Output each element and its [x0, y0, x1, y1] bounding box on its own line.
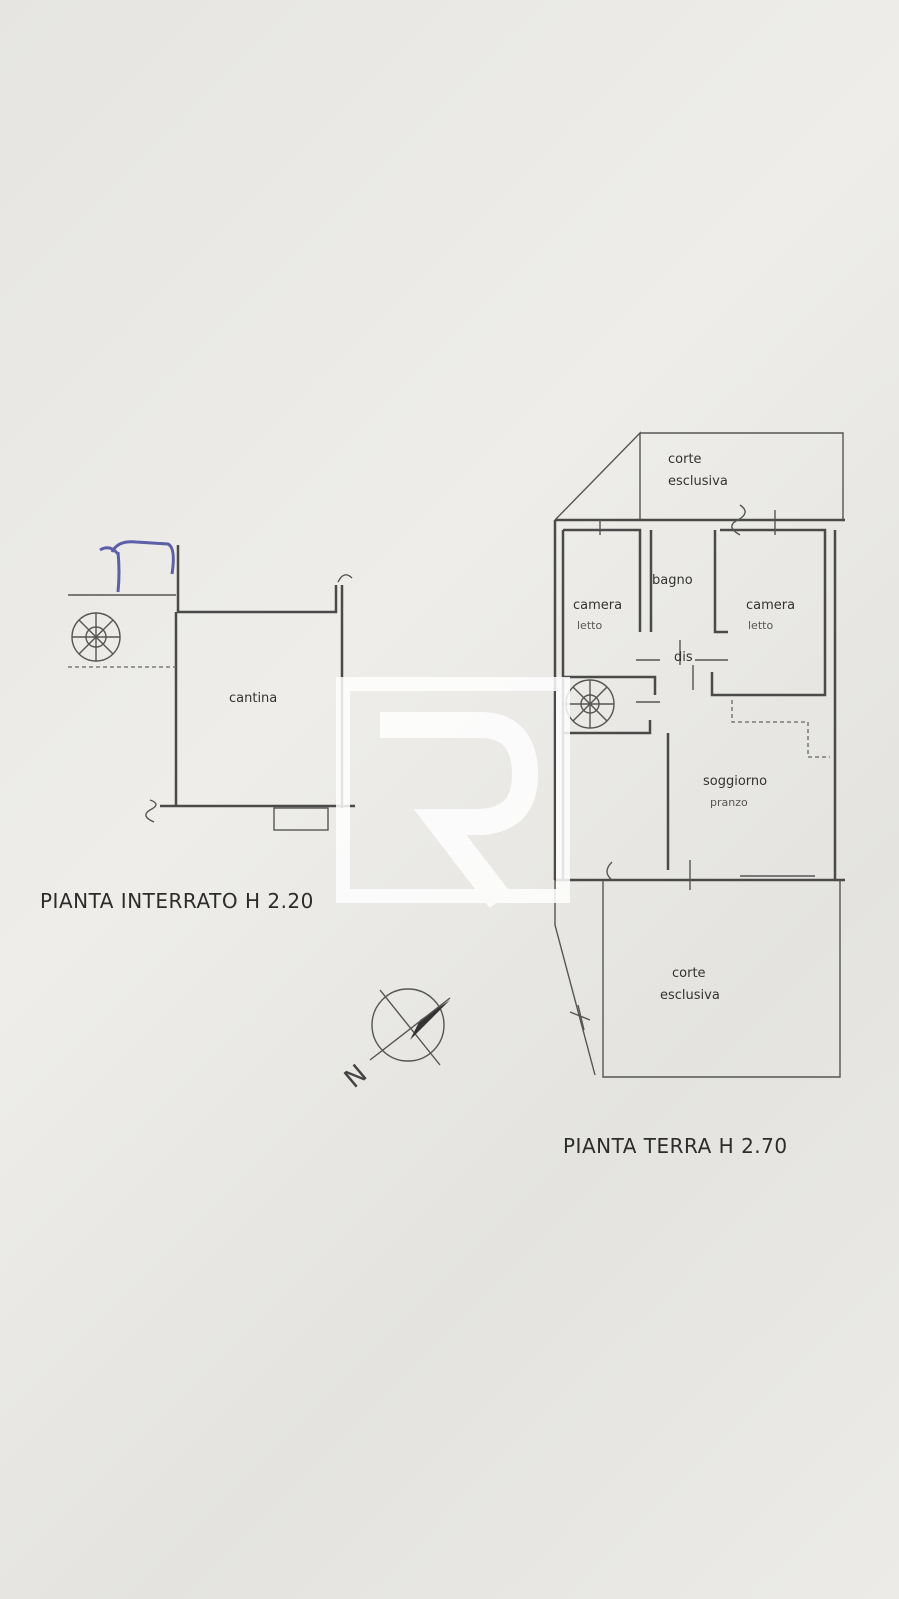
doors: [636, 640, 728, 703]
room-sublabel-esclusiva: esclusiva: [660, 988, 720, 1003]
room-sublabel-letto: letto: [577, 619, 602, 632]
room-sublabel-esclusiva: esclusiva: [668, 474, 728, 489]
room-label-cantina: cantina: [229, 691, 277, 706]
room-sublabel-pranzo: pranzo: [710, 796, 748, 809]
corte-top-outline: [640, 432, 844, 520]
ground-plan-title: PIANTA TERRA H 2.70: [563, 1134, 788, 1158]
bedroom2-walls: [710, 528, 827, 697]
wall-breaks: [606, 504, 746, 881]
room-sublabel-letto: letto: [748, 619, 773, 632]
window-niche: [273, 807, 329, 831]
spiral-stair-icon: [71, 612, 121, 662]
room-label-bagno: bagno: [652, 573, 693, 588]
bedroom1-bottom-wall: [563, 675, 657, 695]
gate-mark: [569, 1004, 591, 1031]
room-label-camera: camera: [746, 598, 795, 613]
room-label-camera: camera: [573, 598, 622, 613]
corte-diagonal: [554, 431, 641, 521]
north-arrow-icon: N: [339, 988, 451, 1094]
bathroom-walls: [649, 530, 728, 634]
bedroom1-walls: [563, 528, 642, 632]
r-logo-watermark: [336, 677, 570, 908]
dashed-outline: [731, 700, 830, 758]
wall-break: [145, 799, 157, 823]
pen-mark: [99, 540, 175, 593]
basement-plan-title: PIANTA INTERRATO H 2.20: [40, 889, 314, 913]
basement-plan: cantina PIANTA INTERRATO H 2.20: [40, 540, 355, 913]
storage-walls: [563, 720, 670, 870]
compass-north-label: N: [339, 1059, 373, 1094]
window-ticks: [599, 510, 776, 890]
room-label-corte: corte: [668, 452, 702, 467]
room-label-corte: corte: [672, 966, 706, 981]
cantina-top-wall: [176, 545, 338, 614]
spiral-stair-icon: [565, 679, 615, 729]
room-label-dis: dis: [674, 650, 693, 665]
room-label-soggiorno: soggiorno: [703, 774, 767, 789]
wall-break: [337, 574, 353, 583]
ground-plan: corte esclusiva bagno camera letto camer…: [553, 431, 845, 1158]
